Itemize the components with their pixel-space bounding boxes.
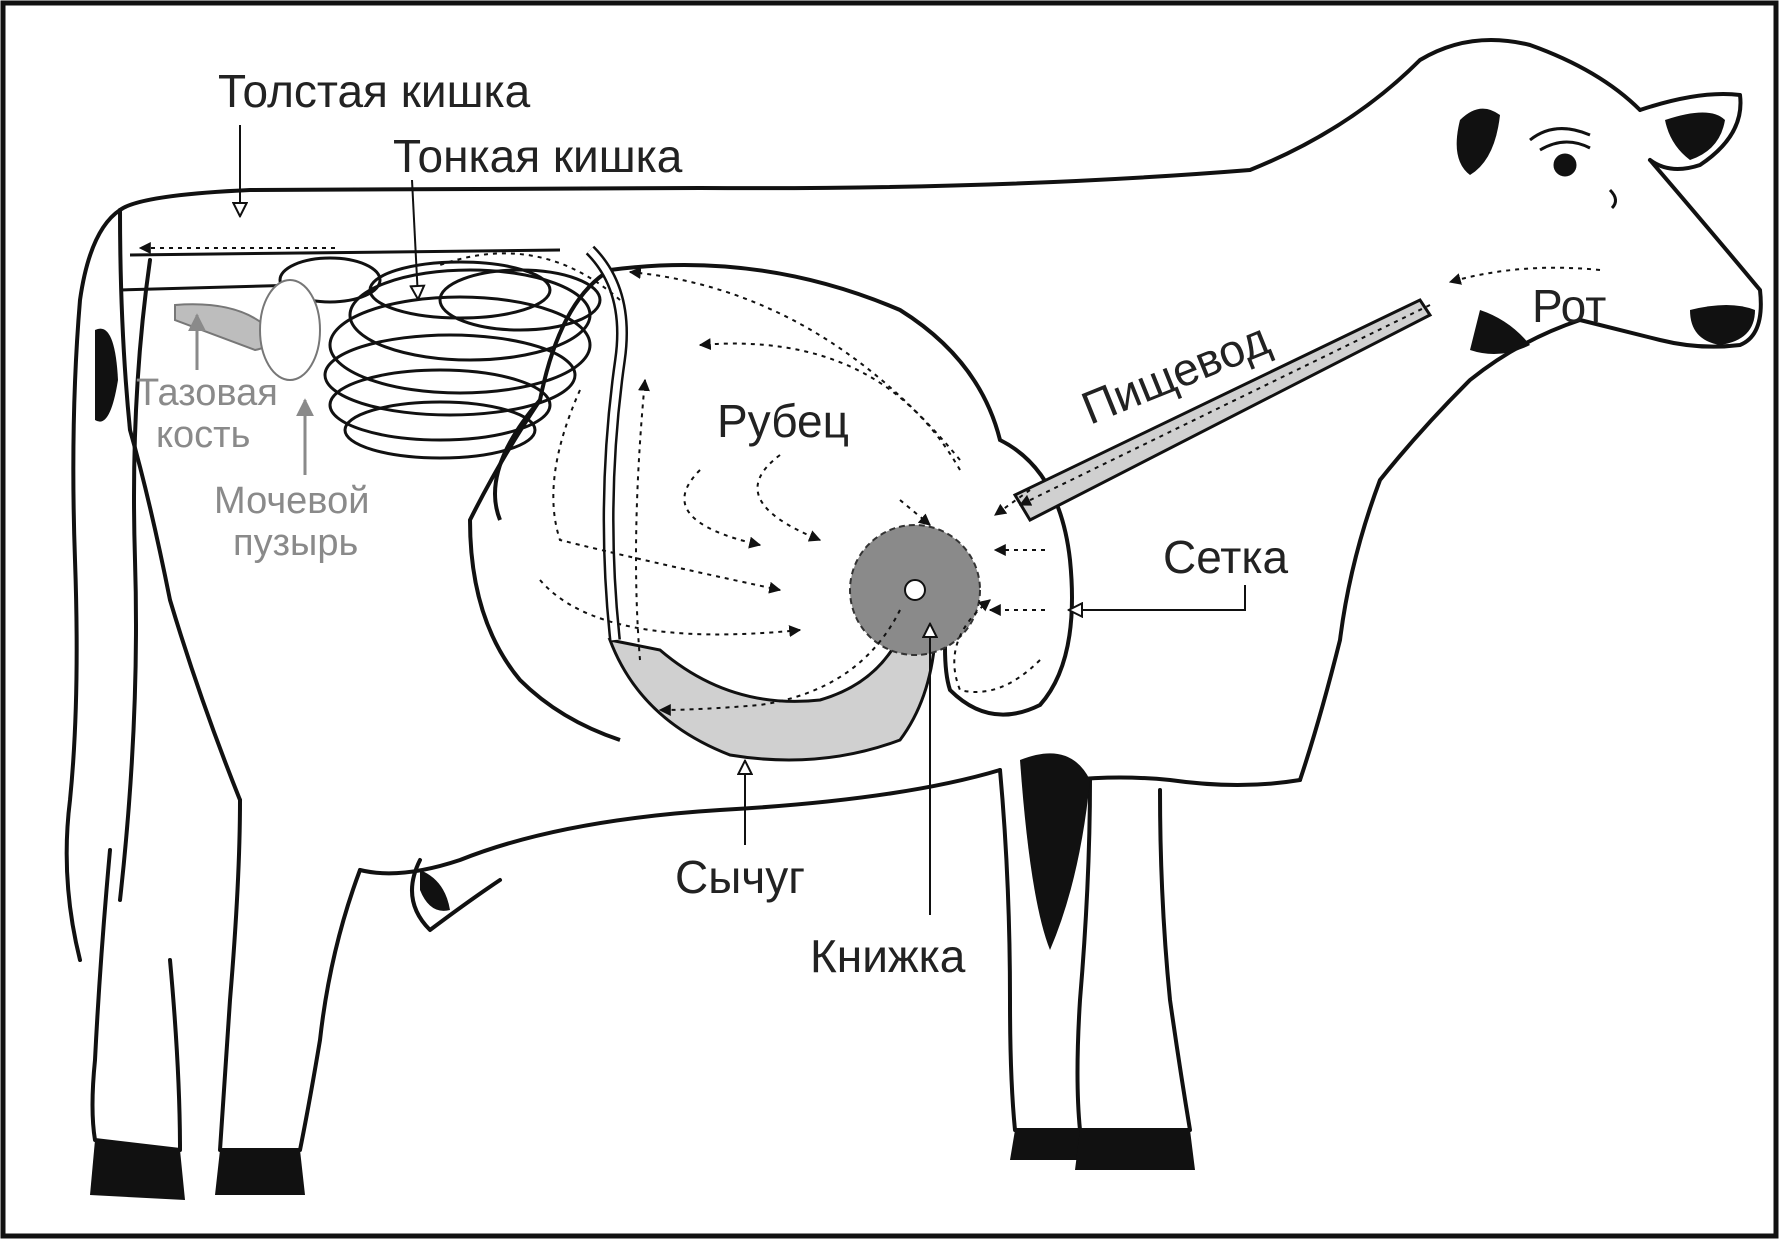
bladder-shape	[260, 280, 320, 380]
label-pelvic-bone-line1: Тазовая	[136, 372, 278, 414]
label-small-intestine: Тонкая кишка	[393, 130, 683, 182]
label-abomasum: Сычуг	[675, 851, 805, 903]
omasum-orifice	[905, 580, 925, 600]
label-bladder-line2: пузырь	[233, 522, 358, 564]
label-omasum: Книжка	[810, 930, 966, 982]
label-mouth: Рот	[1532, 280, 1606, 332]
label-large-intestine: Толстая кишка	[218, 65, 531, 117]
label-bladder-line1: Мочевой	[214, 480, 369, 522]
label-rumen: Рубец	[717, 395, 849, 447]
label-pelvic-bone-line2: кость	[156, 414, 250, 456]
label-reticulum: Сетка	[1163, 531, 1288, 583]
